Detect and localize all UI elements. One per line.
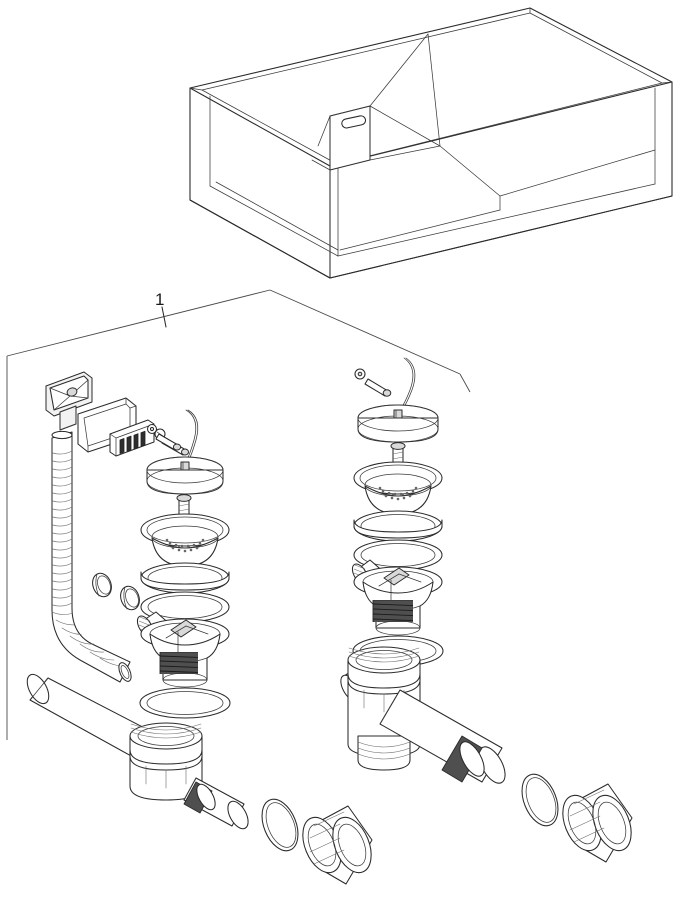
union-nut-left-trap [302,805,373,885]
plug-screw-right [364,378,392,397]
callout-1-label: 1 [155,290,164,309]
overflow-housing [45,371,93,431]
sealing-washer-left-trap [261,798,299,852]
overflow-slot-icon [341,115,367,129]
assembly-boundary-frame [6,289,471,740]
flat-gasket-ring-left [139,687,231,719]
right-trap-assembly [340,646,506,784]
right-trap-bottom-thread [357,735,411,771]
left-trap-assembly [26,673,249,830]
plug-washer-right [354,368,366,380]
union-nut-right-trap [562,783,633,863]
grille-slots [119,430,146,454]
corrugated-overflow-hose [51,430,132,683]
strainer-perforations [165,538,205,553]
plug-washer-left [146,423,158,435]
sealing-washer-right-trap [521,773,559,827]
drain-body-left [136,611,230,688]
hose-connector-ring-lower [120,585,140,611]
plug-screw-left [155,433,182,451]
callout-1: 1 [155,290,167,328]
sealing-ring-upper-left [140,562,230,594]
stopper-plug-left [146,409,224,495]
strainer-basket-right [353,461,443,515]
strainer-basket-left [140,513,230,567]
hose-connector-ring-upper [92,572,112,598]
stopper-plug-right [357,357,439,443]
overflow-grille-cover [109,419,155,457]
sealing-ring-upper-right [353,510,443,542]
strainer-perforations [378,486,418,501]
drain-body-right [351,559,443,636]
double-bowl-sink [189,7,673,279]
